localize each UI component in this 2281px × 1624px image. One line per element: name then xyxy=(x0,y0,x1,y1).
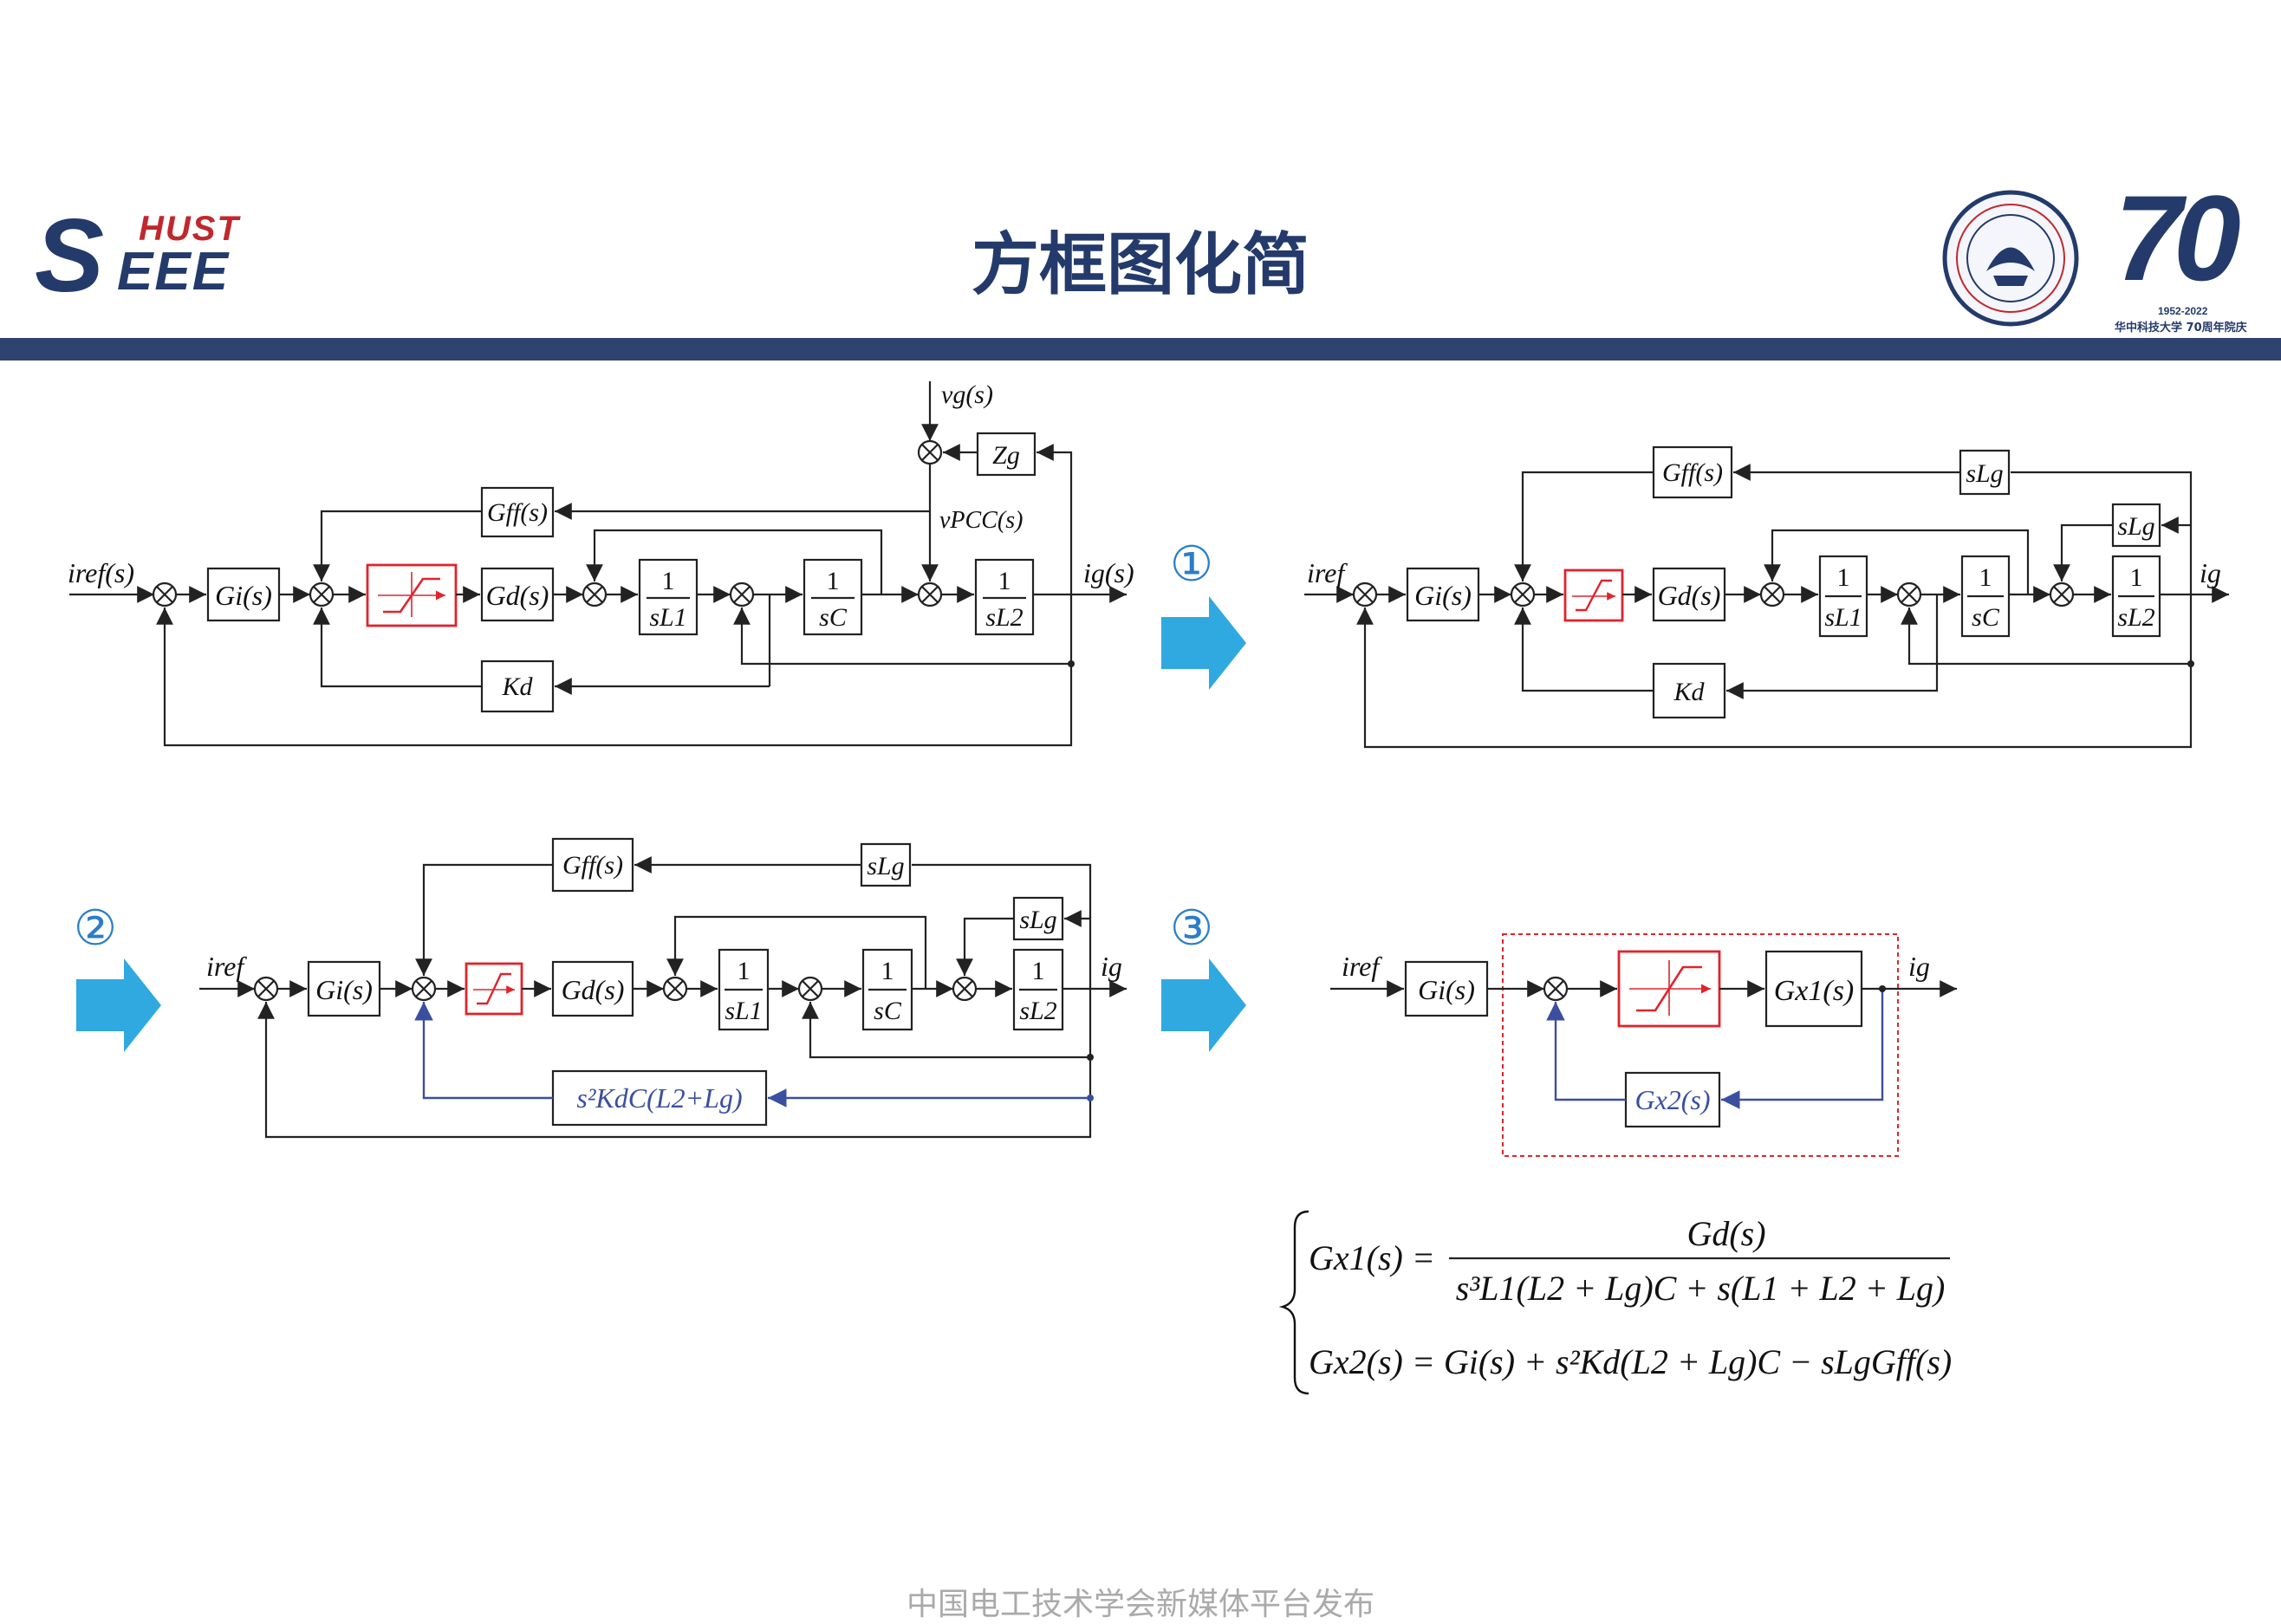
Gff-block-3 xyxy=(551,837,634,893)
iref-label-2: iref xyxy=(1307,557,1348,588)
Kd-label: Kd xyxy=(501,672,533,701)
anniversary-text: 华中科技大学 70周年院庆 xyxy=(2115,322,2247,335)
sLg-block-3a xyxy=(1012,896,1064,941)
sL2-label: sL2 xyxy=(985,603,1023,632)
svg-text:1: 1 xyxy=(881,957,894,985)
svg-text:sLg: sLg xyxy=(1966,459,2003,488)
Zg-label: Zg xyxy=(992,441,1020,470)
svg-text:1: 1 xyxy=(998,567,1011,595)
svg-text:1: 1 xyxy=(827,567,840,595)
Gd-block-3 xyxy=(551,960,634,1017)
svg-text:Gi(s): Gi(s) xyxy=(1418,974,1475,1005)
svg-text:Gd(s): Gd(s) xyxy=(1658,580,1721,611)
Gff-block xyxy=(480,486,555,538)
svg-text:Gi(s): Gi(s) xyxy=(315,974,373,1005)
Gi-block-3 xyxy=(307,960,381,1017)
gx1-lhs: Gx1(s) = xyxy=(1309,1238,1435,1277)
step-2-arrow-icon xyxy=(76,958,161,1052)
step-2-label: ② xyxy=(74,900,117,957)
svg-text:ig: ig xyxy=(1101,951,1122,982)
svg-text:ig: ig xyxy=(2200,557,2221,588)
header-divider xyxy=(0,338,2281,361)
svg-text:sL1: sL1 xyxy=(1824,603,1862,632)
Kd-block xyxy=(480,659,555,713)
vg-s-label: vg(s) xyxy=(941,380,993,409)
Zg-block xyxy=(976,432,1037,477)
step-1-label: ① xyxy=(1170,536,1213,593)
svg-text:Gi(s): Gi(s) xyxy=(1414,580,1472,611)
sLg-block-2a xyxy=(2111,503,2161,548)
svg-text:Kd: Kd xyxy=(1673,678,1705,706)
transfer-equations: Gx1(s) = Gd(s) s³L1(L2 + Lg)C + s(L1 + L… xyxy=(1278,1210,1952,1395)
svg-text:sL1: sL1 xyxy=(725,997,762,1025)
Gff-label: Gff(s) xyxy=(487,498,548,527)
s2KdC-label: s²KdC(L2+Lg) xyxy=(576,1082,742,1114)
svg-text:sL2: sL2 xyxy=(1019,997,1056,1025)
ig-s-label: ig(s) xyxy=(1083,557,1134,588)
svg-text:sL2: sL2 xyxy=(2117,603,2154,632)
Gd-block xyxy=(480,567,555,622)
Gx1-label: Gx1(s) xyxy=(1774,975,1855,1007)
gx1-denominator: s³L1(L2 + Lg)C + s(L1 + L2 + Lg) xyxy=(1456,1269,1946,1308)
Gi-label: Gi(s) xyxy=(215,580,272,611)
svg-text:iref: iref xyxy=(1342,951,1382,982)
svg-text:1: 1 xyxy=(1032,957,1045,985)
step-3-arrow-icon xyxy=(1161,958,1246,1052)
anniversary-number: 70 xyxy=(2115,170,2241,306)
logo-s: S xyxy=(35,198,105,314)
svg-text:sLg: sLg xyxy=(1019,906,1056,934)
anniversary-badge: 70 1952-2022 华中科技大学 70周年院庆 xyxy=(2106,170,2271,335)
svg-text:1: 1 xyxy=(662,567,675,595)
diagram-step3: iref Gi(s) Gx1(s) ig Gx2(s) xyxy=(1330,933,1957,1157)
step-1-arrow-icon xyxy=(1161,596,1246,690)
anniversary-years: 1952-2022 xyxy=(2158,305,2208,317)
vpcc-s-label: vPCC(s) xyxy=(939,507,1023,534)
sL1-label: sL1 xyxy=(649,603,686,632)
sC-label: sC xyxy=(819,603,848,632)
Gi-block-4 xyxy=(1404,960,1489,1017)
Gd-label: Gd(s) xyxy=(486,580,549,611)
svg-text:Gff(s): Gff(s) xyxy=(562,851,623,880)
step-3-label: ③ xyxy=(1170,900,1213,957)
svg-text:iref: iref xyxy=(206,951,247,982)
school-logo: S HUST EEE xyxy=(35,198,260,314)
svg-text:Gd(s): Gd(s) xyxy=(562,974,625,1005)
gx2-equation: Gx2(s) = Gi(s) + s²Kd(L2 + Lg)C − sLgGff… xyxy=(1309,1342,1952,1381)
page-title: 方框图化简 xyxy=(971,226,1309,304)
Gd-block-2 xyxy=(1652,567,1726,622)
svg-text:sC: sC xyxy=(874,997,902,1025)
svg-text:ig: ig xyxy=(1908,951,1930,982)
svg-text:sLg: sLg xyxy=(2117,512,2154,541)
svg-text:sLg: sLg xyxy=(867,852,904,880)
iref-s-label: iref(s) xyxy=(68,557,134,588)
svg-text:1: 1 xyxy=(738,957,751,985)
gx1-numerator: Gd(s) xyxy=(1686,1214,1765,1253)
svg-text:Gff(s): Gff(s) xyxy=(1662,458,1723,487)
Kd-block-2 xyxy=(1652,662,1726,719)
svg-text:sC: sC xyxy=(1972,603,2000,632)
s2KdC-block xyxy=(551,1069,768,1127)
svg-text:1: 1 xyxy=(1837,563,1850,592)
sLg-block-3b xyxy=(860,842,912,887)
svg-text:1: 1 xyxy=(1979,563,1992,592)
saturated-loop-box xyxy=(1502,933,1899,1157)
diagram-step1: iref Gi(s) Gd(s) 1 sL1 1 sC 1 sL2 xyxy=(1304,445,2229,749)
diagram-step2: iref Gi(s) Gd(s) 1 sL1 1 sC 1 sL2 xyxy=(199,837,1127,1139)
Gi-block-2 xyxy=(1406,567,1480,622)
university-seal-icon xyxy=(1942,190,2079,327)
diagram-original: iref(s) Gi(s) Gd(s) 1 sL1 1 sC xyxy=(68,380,1134,747)
svg-text:1: 1 xyxy=(2130,563,2143,592)
logo-hust: HUST xyxy=(139,210,240,248)
Gx2-label: Gx2(s) xyxy=(1634,1084,1710,1115)
footer-text: 中国电工技术学会新媒体平台发布 xyxy=(906,1587,1374,1622)
logo-eee: EEE xyxy=(117,242,231,302)
Gi-block xyxy=(206,567,281,622)
